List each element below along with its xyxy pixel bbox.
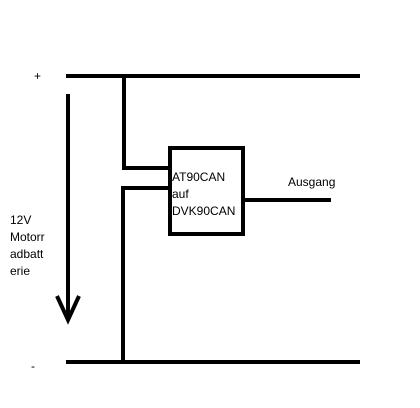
output-label: Ausgang [288, 175, 335, 189]
battery-label-line-1: 12V [10, 213, 31, 227]
battery-label-line-3: adbatt [10, 247, 44, 261]
wire-chip-to-minus [121, 186, 170, 362]
chip-label-line-3: DVK90CAN [172, 204, 235, 218]
battery-label-line-4: erie [10, 264, 30, 278]
microcontroller-box [168, 146, 245, 236]
chip-label-line-1: AT90CAN [172, 170, 225, 184]
voltage-arrow-head [55, 295, 81, 325]
wire-plus-to-chip [122, 76, 170, 170]
battery-label-line-2: Motorr [10, 230, 45, 244]
plus-label: + [34, 69, 41, 83]
chip-label-line-2: auf [172, 187, 189, 201]
minus-label: - [31, 359, 35, 373]
